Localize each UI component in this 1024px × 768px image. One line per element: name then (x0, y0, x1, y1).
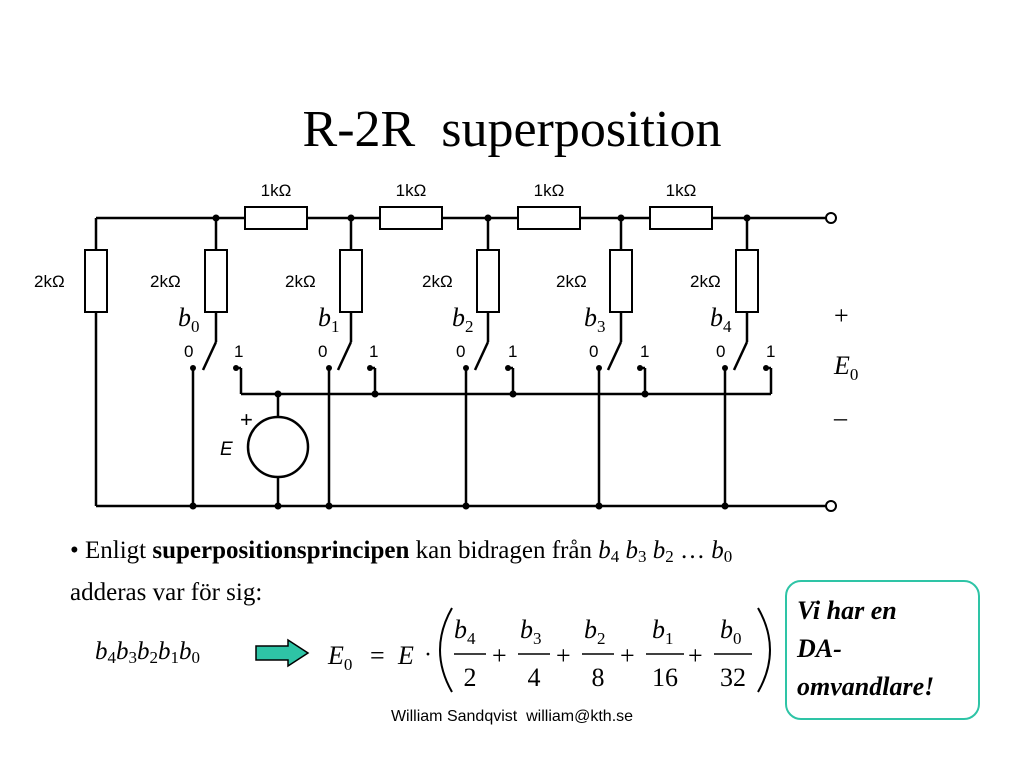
plus-sign: + (492, 641, 507, 670)
output-plus-sign: + (834, 301, 849, 330)
svg-text:32: 32 (720, 663, 746, 692)
shunt-resistor-label: 2kΩ (150, 272, 181, 291)
switch-pos-0-label: 0 (318, 342, 327, 361)
formula-lhs: E0 (327, 641, 352, 674)
formula-dot: · (424, 642, 432, 668)
switch-pos-1-label: 1 (234, 342, 243, 361)
bullet-mid: kan bidragen från (409, 537, 599, 564)
series-resistor (244, 206, 308, 230)
bit-stage-4: 2kΩ b4 0 1 (690, 218, 775, 506)
shunt-resistor (735, 249, 759, 313)
svg-text:b3: b3 (520, 615, 542, 648)
bit-label: b3 (584, 303, 606, 336)
switch-pos-0-label: 0 (716, 342, 725, 361)
plus-sign: + (556, 641, 571, 670)
bit-stage-0: 2kΩ b0 0 1 (150, 218, 243, 506)
switch-pos-1-label: 1 (766, 342, 775, 361)
svg-text:4: 4 (528, 663, 541, 692)
shunt-resistor-label: 2kΩ (285, 272, 316, 291)
plus-sign: + (688, 641, 703, 670)
series-resistor-label: 1kΩ (666, 181, 697, 200)
bit-stage-2: 2kΩ b2 0 1 (422, 218, 517, 506)
bit-word: b4b3b2b1b0 (95, 638, 200, 667)
plus-sign: + (620, 641, 635, 670)
bullet-symbol: • (70, 537, 79, 564)
fraction-term-4: b4 2 (454, 615, 486, 692)
bit-label: b2 (452, 303, 474, 336)
series-resistor-label: 1kΩ (396, 181, 427, 200)
fraction-term-2: b2 8 (582, 615, 614, 692)
fraction-term-3: b3 4 (518, 615, 550, 692)
svg-text:b1: b1 (652, 615, 674, 648)
bit-stage-1: 2kΩ b1 0 1 (285, 218, 378, 506)
r2r-ladder-circuit: 1kΩ 1kΩ 1kΩ 1kΩ 2kΩ 2kΩ b0 0 1 2kΩ b1 0 … (34, 181, 858, 512)
bit-label: b0 (178, 303, 200, 336)
formula-source: E (397, 641, 414, 670)
termination-resistor (84, 249, 108, 313)
bullet-line2: adderas var för sig: (70, 579, 263, 606)
shunt-resistor (609, 249, 633, 313)
slide-title: R-2R superposition (302, 101, 722, 158)
left-paren (439, 607, 453, 693)
output-terminal-top (825, 212, 837, 224)
shunt-resistor (476, 249, 500, 313)
output-terminal-bottom (825, 500, 837, 512)
svg-text:b2: b2 (584, 615, 606, 648)
switch-pos-1-label: 1 (640, 342, 649, 361)
shunt-resistor (339, 249, 363, 313)
series-resistor (517, 206, 581, 230)
switch-pos-0-label: 0 (589, 342, 598, 361)
switch-pos-1-label: 1 (508, 342, 517, 361)
svg-text:b0: b0 (720, 615, 742, 648)
svg-text:16: 16 (652, 663, 678, 692)
source-label: E (220, 439, 233, 460)
series-resistor (649, 206, 713, 230)
output-voltage-formula: E0 = E · b4 2 + b3 4 + b2 8 + b1 16 + b0… (327, 607, 771, 693)
bit-label: b4 (710, 303, 732, 336)
switch-pos-0-label: 0 (184, 342, 193, 361)
arrow-right-icon (255, 638, 310, 668)
shunt-resistor (204, 249, 228, 313)
note-line-3: omvandlare! (797, 672, 935, 701)
switch-pos-0-label: 0 (456, 342, 465, 361)
fraction-term-0: b0 32 (714, 615, 752, 692)
series-resistor-label: 1kΩ (261, 181, 292, 200)
svg-text:2: 2 (464, 663, 477, 692)
bit-label: b1 (318, 303, 340, 336)
note-box: Vi har en DA- omvandlare! (785, 580, 980, 720)
bullet-pre: Enligt (85, 537, 153, 564)
formula-equals: = (370, 641, 385, 670)
bit-stage-3: 2kΩ b3 0 1 (556, 218, 649, 506)
series-resistor-label: 1kΩ (534, 181, 565, 200)
series-resistor (379, 206, 443, 230)
svg-text:8: 8 (592, 663, 605, 692)
bullet-text: • Enligt superpositionsprincipen kan bid… (70, 537, 733, 606)
bullet-bold-term: superpositionsprincipen (152, 537, 410, 564)
termination-resistor-label: 2kΩ (34, 272, 65, 291)
switch-pos-1-label: 1 (369, 342, 378, 361)
note-line-1: Vi har en (797, 596, 897, 625)
voltage-source: + E (220, 394, 310, 506)
output-minus-sign: – (833, 403, 848, 432)
fraction-term-1: b1 16 (646, 615, 684, 692)
output-voltage-label: E0 (833, 351, 858, 384)
note-line-2: DA- (797, 634, 842, 663)
footer-credit: William Sandqvist william@kth.se (390, 708, 634, 725)
shunt-resistor-label: 2kΩ (556, 272, 587, 291)
right-paren (757, 607, 771, 693)
shunt-resistor-label: 2kΩ (690, 272, 721, 291)
svg-text:b4: b4 (454, 615, 476, 648)
shunt-resistor-label: 2kΩ (422, 272, 453, 291)
source-plus-sign: + (240, 407, 253, 432)
